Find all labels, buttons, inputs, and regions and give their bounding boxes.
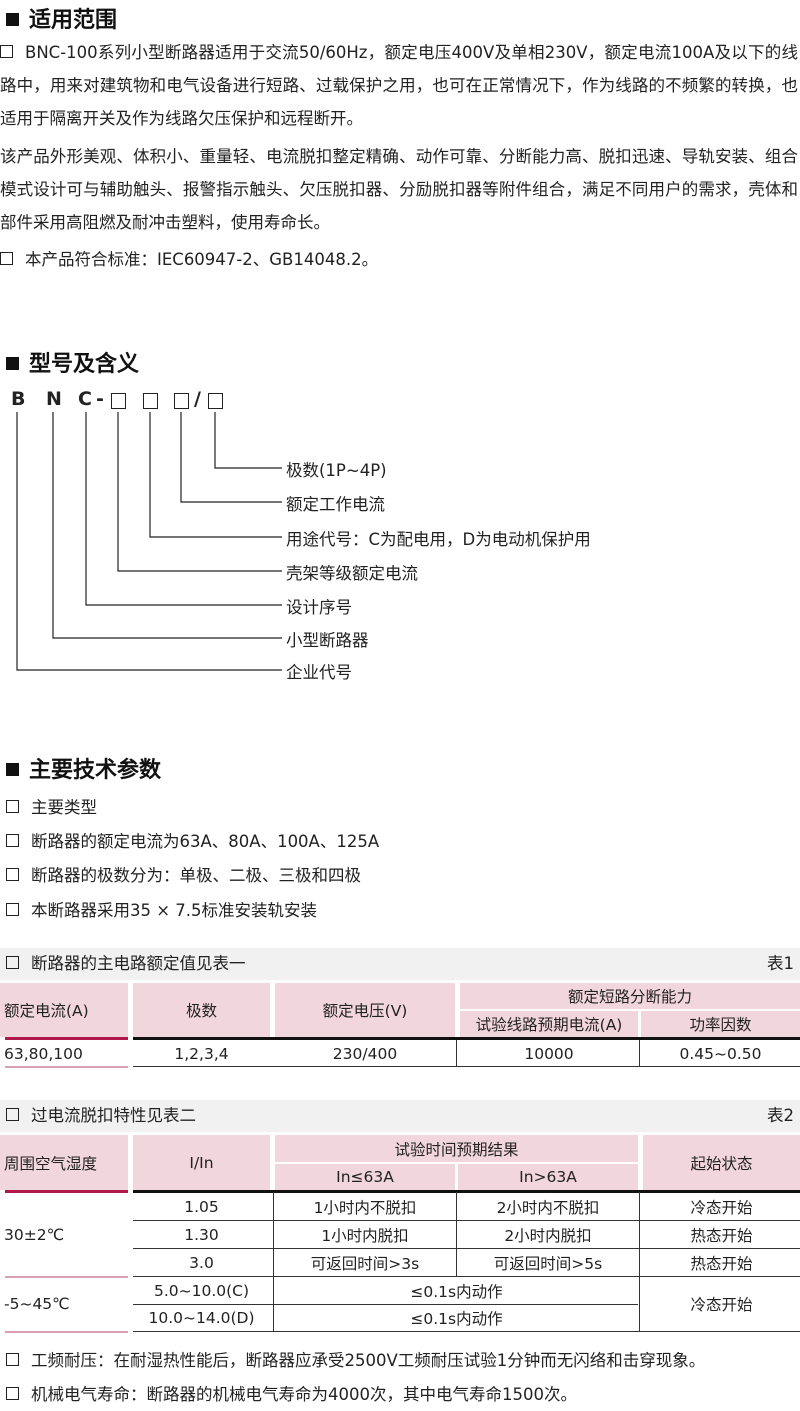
checkbox-bullet-icon bbox=[6, 800, 19, 813]
label-usage-code: 用途代号：C为配电用，D为电动机保护用 bbox=[286, 530, 591, 549]
heading-text: 主要技术参数 bbox=[29, 758, 162, 783]
footer-life: 机械电气寿命：断路器的机械电气寿命为4000次，其中电气寿命1500次。 bbox=[6, 1384, 577, 1406]
label-frame-current: 壳架等级额定电流 bbox=[286, 564, 418, 583]
header-poles: 极数 bbox=[133, 983, 270, 1037]
cell-current: 63,80,100 bbox=[4, 1044, 83, 1063]
paragraph-text: 该产品外形美观、体积小、重量轻、电流脱扣整定精确、动作可靠、分断能力高、脱扣迅速… bbox=[0, 147, 798, 232]
cell-gt63: 2小时内脱扣 bbox=[504, 1226, 592, 1245]
paragraph-text: BNC-100系列小型断路器适用于交流50/60Hz，额定电压400V及单相23… bbox=[0, 43, 798, 128]
cell-le63: 1小时内脱扣 bbox=[321, 1226, 409, 1245]
scope-paragraph-2: 该产品外形美观、体积小、重量轻、电流脱扣整定精确、动作可靠、分断能力高、脱扣迅速… bbox=[0, 140, 798, 239]
dash: - bbox=[96, 388, 104, 410]
cell-start: 热态开始 bbox=[690, 1226, 753, 1245]
slash: / bbox=[194, 388, 201, 410]
cell-gt63: 可返回时间>5s bbox=[493, 1254, 603, 1273]
checkbox-bullet-icon bbox=[6, 1387, 19, 1400]
cell-voltage: 230/400 bbox=[332, 1044, 398, 1063]
section-heading-model: 型号及含义 bbox=[6, 346, 139, 378]
square-bullet-icon bbox=[6, 357, 19, 370]
table-number: 表1 bbox=[767, 954, 794, 973]
square-bullet-icon bbox=[6, 13, 19, 26]
checkbox-bullet-icon bbox=[6, 868, 19, 881]
header-result: 试验时间预期结果 bbox=[275, 1135, 638, 1162]
cell-gt63: 2小时内不脱扣 bbox=[496, 1198, 600, 1217]
checkbox-bullet-icon bbox=[6, 1108, 19, 1121]
header-le63: In≤63A bbox=[275, 1164, 455, 1190]
header-breaking-capacity: 额定短路分断能力 bbox=[460, 983, 800, 1009]
cell-ratio: 1.30 bbox=[184, 1225, 219, 1244]
caption-text: 断路器的主电路额定值见表一 bbox=[31, 954, 246, 973]
heading-text: 型号及含义 bbox=[29, 352, 140, 377]
item-text: 断路器的额定电流为63A、80A、100A、125A bbox=[31, 832, 380, 851]
param-item: 断路器的极数分为：单极、二极、三极和四极 bbox=[6, 865, 361, 887]
header-gt63: In>63A bbox=[458, 1164, 638, 1190]
cell-ratio: 1.05 bbox=[184, 1197, 219, 1216]
label-mcb: 小型断路器 bbox=[286, 631, 369, 650]
letter-n: N bbox=[46, 388, 62, 410]
item-text: 断路器的极数分为：单极、二极、三极和四极 bbox=[31, 866, 361, 885]
param-item: 断路器的额定电流为63A、80A、100A、125A bbox=[6, 831, 379, 853]
header-power-factor: 功率因数 bbox=[641, 1011, 800, 1037]
rule bbox=[133, 1037, 800, 1040]
checkbox-bullet-icon bbox=[0, 252, 13, 265]
checkbox-bullet-icon bbox=[6, 834, 19, 847]
cell-le63: 可返回时间>3s bbox=[310, 1254, 420, 1273]
cell-temp-group2: -5~45℃ bbox=[4, 1295, 70, 1313]
square-bullet-icon bbox=[6, 763, 19, 776]
label-rated-current: 额定工作电流 bbox=[286, 495, 385, 514]
paragraph-text: 本产品符合标准：IEC60947-2、GB14048.2。 bbox=[25, 250, 379, 269]
param-item: 本断路器采用35 × 7.5标准安装轨安装 bbox=[6, 900, 317, 922]
header-ratio: I/In bbox=[133, 1135, 270, 1190]
header-temp: 周围空气湿度 bbox=[0, 1135, 128, 1190]
cell-ratio: 10.0~14.0(D) bbox=[148, 1309, 255, 1327]
placeholder-box bbox=[174, 393, 189, 409]
header-test-current: 试验线路预期电流(A) bbox=[460, 1011, 638, 1037]
header-current: 额定电流(A) bbox=[0, 983, 128, 1037]
cell-ratio: 3.0 bbox=[189, 1253, 214, 1272]
rule bbox=[5, 1037, 128, 1040]
letter-c: C bbox=[78, 388, 92, 410]
item-text: 本断路器采用35 × 7.5标准安装轨安装 bbox=[31, 901, 318, 920]
footer-withstand: 工频耐压：在耐湿热性能后，断路器应承受2500V工频耐压试验1分钟而无闪络和击穿… bbox=[6, 1350, 705, 1372]
letter-b: B bbox=[11, 388, 26, 410]
header-start: 起始状态 bbox=[643, 1135, 800, 1190]
checkbox-bullet-icon bbox=[6, 903, 19, 916]
placeholder-box bbox=[111, 393, 126, 409]
heading-text: 适用范围 bbox=[29, 8, 118, 33]
cell-start: 冷态开始 bbox=[690, 1296, 753, 1314]
cell-result: ≤0.1s内动作 bbox=[410, 1282, 503, 1301]
cell-le63: 1小时内不脱扣 bbox=[313, 1198, 417, 1217]
section-heading-scope: 适用范围 bbox=[6, 2, 117, 34]
cell-start: 冷态开始 bbox=[690, 1198, 753, 1217]
header-voltage: 额定电压(V) bbox=[275, 983, 455, 1037]
caption-text: 过电流脱扣特性见表二 bbox=[31, 1106, 196, 1125]
cell-poles: 1,2,3,4 bbox=[174, 1044, 229, 1063]
table1-caption: 断路器的主电路额定值见表一 表1 bbox=[0, 948, 800, 980]
cell-start: 热态开始 bbox=[690, 1254, 753, 1273]
label-design-number: 设计序号 bbox=[286, 598, 352, 617]
scope-standard: 本产品符合标准：IEC60947-2、GB14048.2。 bbox=[0, 243, 798, 276]
checkbox-bullet-icon bbox=[6, 956, 19, 969]
placeholder-box bbox=[208, 393, 223, 409]
label-company-code: 企业代号 bbox=[286, 663, 352, 682]
cell-test-current: 10000 bbox=[524, 1044, 574, 1063]
label-poles: 极数(1P~4P) bbox=[286, 461, 387, 480]
cell-ratio: 5.0~10.0(C) bbox=[153, 1281, 250, 1300]
cell-power-factor: 0.45~0.50 bbox=[679, 1044, 762, 1063]
diagram-lines bbox=[16, 412, 282, 671]
placeholder-box bbox=[143, 393, 158, 409]
table-number: 表2 bbox=[767, 1106, 794, 1125]
cell-result: ≤0.1s内动作 bbox=[410, 1310, 503, 1328]
cell-temp-group1: 30±2℃ bbox=[4, 1226, 64, 1244]
scope-paragraph-1: BNC-100系列小型断路器适用于交流50/60Hz，额定电压400V及单相23… bbox=[0, 36, 798, 135]
footer-text: 机械电气寿命：断路器的机械电气寿命为4000次，其中电气寿命1500次。 bbox=[31, 1385, 577, 1404]
item-text: 主要类型 bbox=[31, 798, 97, 817]
section-heading-params: 主要技术参数 bbox=[6, 752, 161, 784]
table2-caption: 过电流脱扣特性见表二 表2 bbox=[0, 1100, 800, 1132]
checkbox-bullet-icon bbox=[0, 45, 13, 58]
checkbox-bullet-icon bbox=[6, 1353, 19, 1366]
param-item: 主要类型 bbox=[6, 797, 97, 819]
footer-text: 工频耐压：在耐湿热性能后，断路器应承受2500V工频耐压试验1分钟而无闪络和击穿… bbox=[31, 1351, 706, 1370]
